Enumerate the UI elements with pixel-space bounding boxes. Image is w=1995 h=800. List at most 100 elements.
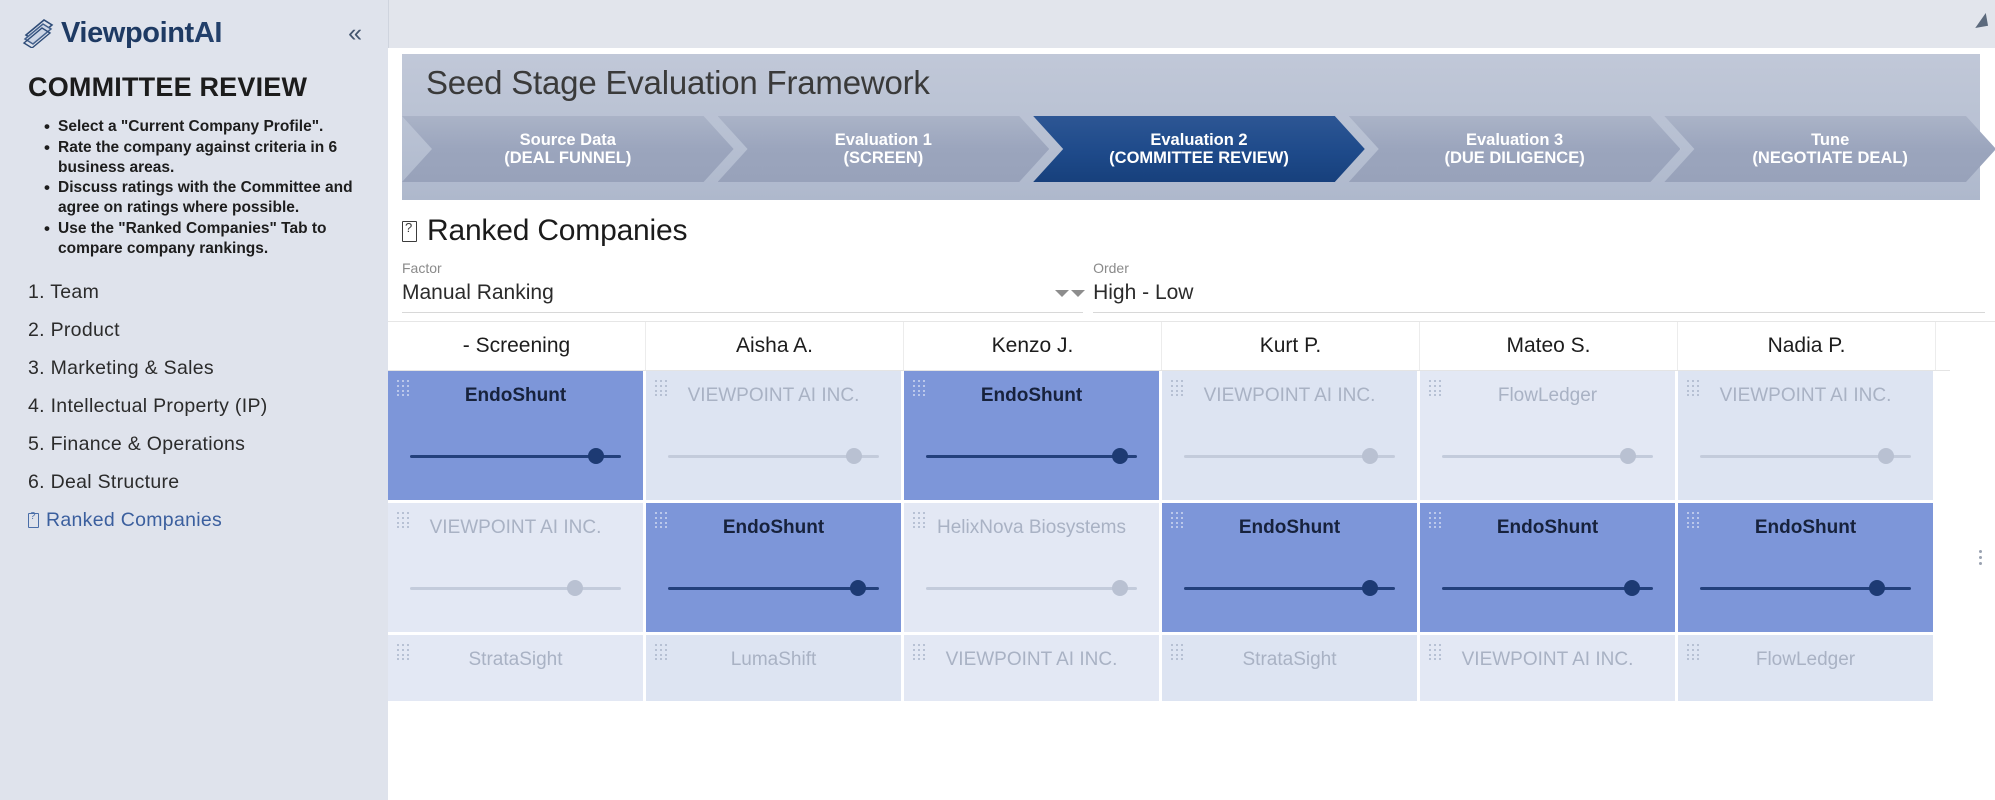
- slider-thumb[interactable]: [1623, 580, 1640, 596]
- slider-track: [1700, 587, 1911, 590]
- slider-thumb[interactable]: [1361, 580, 1378, 596]
- drag-handle-icon[interactable]: [1429, 644, 1443, 662]
- drag-handle-icon[interactable]: [913, 512, 927, 530]
- ranking-card[interactable]: EndoShunt: [904, 371, 1162, 503]
- ranking-card[interactable]: VIEWPOINT AI INC.: [1420, 635, 1678, 701]
- rating-slider[interactable]: [1700, 579, 1911, 597]
- drag-handle-icon[interactable]: [1687, 512, 1701, 530]
- sidebar-item-marketing-sales[interactable]: 3. Marketing & Sales: [28, 356, 214, 379]
- slider-track: [668, 587, 879, 590]
- step-tune[interactable]: Tune (NEGOTIATE DEAL): [1664, 116, 1995, 182]
- drag-handle-icon[interactable]: [655, 644, 669, 662]
- drag-handle-icon[interactable]: [1171, 380, 1185, 398]
- brand-row: ViewpointAI «: [0, 0, 388, 54]
- drag-handle-icon[interactable]: [913, 644, 927, 662]
- slider-thumb[interactable]: [1361, 448, 1378, 464]
- slider-thumb[interactable]: [1112, 580, 1129, 596]
- rating-slider[interactable]: [1700, 447, 1911, 465]
- order-label: Order: [1093, 260, 1129, 276]
- chevron-down-icon[interactable]: [1071, 290, 1086, 297]
- drag-handle-icon[interactable]: [397, 512, 411, 530]
- slider-thumb[interactable]: [845, 448, 862, 464]
- column-header-screening[interactable]: - Screening: [388, 322, 646, 370]
- drag-handle-icon[interactable]: [655, 512, 669, 530]
- rating-slider[interactable]: [668, 447, 879, 465]
- company-name: EndoShunt: [1754, 517, 1857, 538]
- ranking-card[interactable]: FlowLedger: [1678, 635, 1936, 701]
- order-select[interactable]: Order High - Low: [1071, 260, 1985, 313]
- rating-slider[interactable]: [1442, 579, 1653, 597]
- slider-thumb[interactable]: [1869, 580, 1886, 596]
- step-source-data[interactable]: Source Data (DEAL FUNNEL): [402, 116, 734, 182]
- sidebar-item-ranked-companies[interactable]: Ranked Companies: [28, 509, 388, 532]
- ranking-card[interactable]: VIEWPOINT AI INC.: [1162, 371, 1420, 503]
- slider-thumb[interactable]: [566, 580, 583, 596]
- rating-slider[interactable]: [926, 447, 1137, 465]
- ranking-card[interactable]: StrataSight: [1162, 635, 1420, 701]
- slider-thumb[interactable]: [1112, 448, 1129, 464]
- ranking-card[interactable]: VIEWPOINT AI INC.: [646, 371, 904, 503]
- ranking-card[interactable]: VIEWPOINT AI INC.: [1678, 371, 1936, 503]
- ranking-card[interactable]: VIEWPOINT AI INC.: [904, 635, 1162, 701]
- sidebar-item-team[interactable]: 1. Team: [28, 280, 100, 303]
- column-header-nadia[interactable]: Nadia P.: [1678, 322, 1936, 370]
- more-options-icon[interactable]: [1979, 550, 1983, 568]
- drag-handle-icon[interactable]: [1687, 380, 1701, 398]
- sidebar-item-product[interactable]: 2. Product: [28, 318, 120, 341]
- drag-handle-icon[interactable]: [1429, 512, 1443, 530]
- step-evaluation-2[interactable]: Evaluation 2 (COMMITTEE REVIEW): [1033, 116, 1365, 182]
- column-header-mateo[interactable]: Mateo S.: [1420, 322, 1678, 370]
- sidebar-item-deal-structure[interactable]: 6. Deal Structure: [28, 470, 180, 493]
- column-header-kenzo[interactable]: Kenzo J.: [904, 322, 1162, 370]
- column-header-aisha[interactable]: Aisha A.: [646, 322, 904, 370]
- sidebar-collapse-button[interactable]: «: [348, 18, 362, 47]
- slider-thumb[interactable]: [1619, 448, 1636, 464]
- drag-handle-icon[interactable]: [1171, 644, 1185, 662]
- drag-handle-icon[interactable]: [397, 644, 411, 662]
- factor-select[interactable]: Factor Manual Ranking: [402, 260, 1084, 313]
- ranking-card[interactable]: EndoShunt: [388, 371, 646, 503]
- rating-slider[interactable]: [410, 579, 621, 597]
- ranking-card[interactable]: EndoShunt: [1420, 503, 1678, 635]
- ranking-card[interactable]: FlowLedger: [1420, 371, 1678, 503]
- slider-thumb[interactable]: [849, 580, 866, 596]
- ranking-card[interactable]: EndoShunt: [1678, 503, 1936, 635]
- drag-handle-icon[interactable]: [913, 380, 927, 398]
- chevron-down-icon[interactable]: [1055, 290, 1070, 297]
- navigate-arrow-icon[interactable]: [1972, 12, 1989, 29]
- step-evaluation-1[interactable]: Evaluation 1 (SCREEN): [718, 116, 1050, 182]
- company-name: FlowLedger: [1497, 385, 1598, 406]
- drag-handle-icon[interactable]: [1171, 512, 1185, 530]
- rating-slider[interactable]: [1184, 579, 1395, 597]
- ranking-card[interactable]: StrataSight: [388, 635, 646, 701]
- rating-slider[interactable]: [1442, 447, 1653, 465]
- column-headers: - Screening Aisha A. Kenzo J. Kurt P. Ma…: [388, 322, 1995, 370]
- ranking-card[interactable]: HelixNova Biosystems: [904, 503, 1162, 635]
- drag-handle-icon[interactable]: [1429, 380, 1443, 398]
- slider-track: [1442, 587, 1653, 590]
- ranking-card[interactable]: EndoShunt: [646, 503, 904, 635]
- sidebar-item-intellectual-property[interactable]: 4. Intellectual Property (IP): [28, 394, 268, 417]
- drag-handle-icon[interactable]: [1687, 644, 1701, 662]
- step-evaluation-3[interactable]: Evaluation 3 (DUE DILIGENCE): [1349, 116, 1681, 182]
- factor-value: Manual Ranking: [402, 276, 1084, 313]
- drag-handle-icon[interactable]: [397, 380, 411, 398]
- sidebar-item-label: Ranked Companies: [46, 508, 223, 531]
- company-name: StrataSight: [468, 649, 563, 670]
- column-header-kurt[interactable]: Kurt P.: [1162, 322, 1420, 370]
- stepper-banner: Seed Stage Evaluation Framework Source D…: [402, 54, 1980, 200]
- slider-track: [410, 587, 621, 590]
- slider-track: [410, 455, 621, 458]
- sidebar-item-finance-operations[interactable]: 5. Finance & Operations: [28, 432, 246, 455]
- rating-slider[interactable]: [668, 579, 879, 597]
- slider-thumb[interactable]: [587, 448, 604, 464]
- ranking-card[interactable]: LumaShift: [646, 635, 904, 701]
- brand-name: ViewpointAI: [61, 17, 222, 50]
- rating-slider[interactable]: [410, 447, 621, 465]
- drag-handle-icon[interactable]: [655, 380, 669, 398]
- slider-thumb[interactable]: [1877, 448, 1894, 464]
- ranking-card[interactable]: VIEWPOINT AI INC.: [388, 503, 646, 635]
- ranking-card[interactable]: EndoShunt: [1162, 503, 1420, 635]
- rating-slider[interactable]: [1184, 447, 1395, 465]
- rating-slider[interactable]: [926, 579, 1137, 597]
